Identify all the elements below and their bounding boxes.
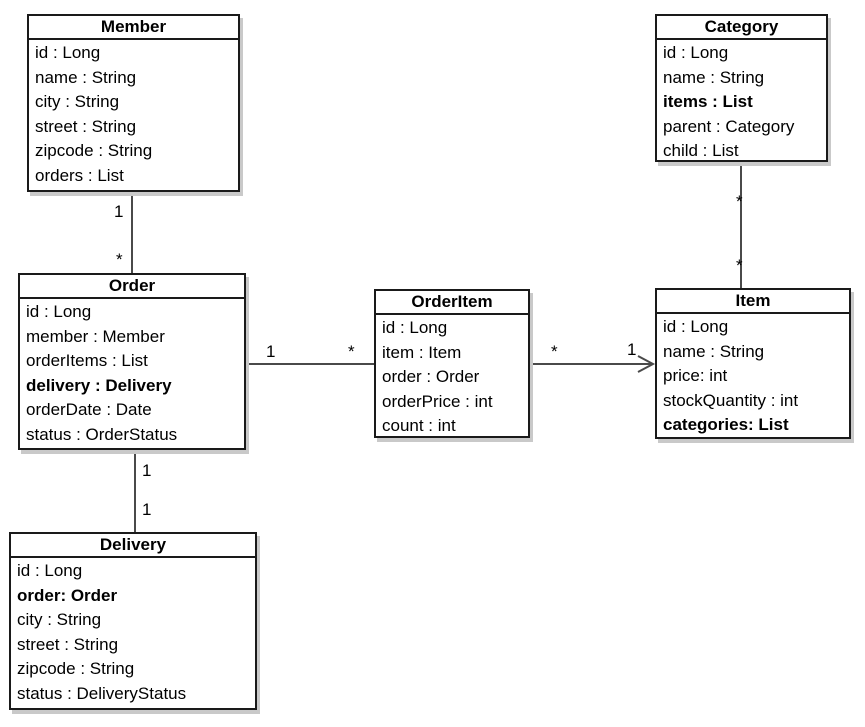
multiplicity-category-item-from: *: [736, 192, 743, 211]
attribute-list: id : Long order: Order city : String str…: [11, 558, 255, 707]
entity-title: Item: [657, 290, 849, 314]
entity-category: Category id : Long name : String items :…: [655, 14, 828, 162]
attribute: order: Order: [17, 585, 118, 605]
multiplicity-member-order-to: *: [116, 250, 123, 269]
entity-item: Item id : Long name : String price: int …: [655, 288, 851, 439]
edge-orderitem-item-arrowhead: [637, 355, 656, 373]
attribute: status : DeliveryStatus: [17, 683, 187, 703]
multiplicity-orderitem-item-to: 1: [627, 340, 637, 359]
attribute: name : String: [35, 67, 137, 87]
attribute: city : String: [17, 610, 102, 630]
entity-title: Category: [657, 16, 826, 40]
attribute: child : List: [663, 141, 739, 161]
multiplicity-order-orderitem-from: 1: [266, 342, 276, 361]
multiplicity-category-item-to: *: [736, 256, 743, 275]
multiplicity-order-orderitem-to: *: [348, 342, 355, 361]
attribute: items : List: [663, 92, 753, 112]
attribute: orderPrice : int: [382, 391, 493, 411]
entity-title: Delivery: [11, 534, 255, 558]
attribute: id : Long: [663, 317, 729, 336]
attribute: parent : Category: [663, 116, 795, 136]
entity-delivery: Delivery id : Long order: Order city : S…: [9, 532, 257, 710]
attribute: price: int: [663, 366, 728, 386]
attribute: orderItems : List: [26, 351, 148, 371]
attribute-list: id : Long name : String city : String st…: [29, 40, 238, 189]
attribute: id : Long: [663, 43, 729, 62]
attribute: orders : List: [35, 165, 124, 185]
multiplicity-order-delivery-to: 1: [142, 500, 152, 519]
attribute: member : Member: [26, 326, 165, 346]
attribute: zipcode : String: [17, 659, 135, 679]
attribute: delivery : Delivery: [26, 375, 172, 395]
attribute-list: id : Long name : String items : List par…: [657, 40, 826, 164]
attribute-list: id : Long member : Member orderItems : L…: [20, 299, 244, 448]
attribute: stockQuantity : int: [663, 390, 799, 410]
entity-title: Order: [20, 275, 244, 299]
attribute: name : String: [663, 341, 765, 361]
entity-member: Member id : Long name : String city : St…: [27, 14, 240, 192]
attribute: name : String: [663, 67, 765, 87]
multiplicity-order-delivery-from: 1: [142, 461, 152, 480]
attribute: id : Long: [382, 318, 448, 337]
multiplicity-member-order-from: 1: [114, 202, 124, 221]
attribute: item : Item: [382, 342, 462, 362]
entity-order: Order id : Long member : Member orderIte…: [18, 273, 246, 450]
attribute: id : Long: [17, 561, 83, 580]
attribute: orderDate : Date: [26, 400, 152, 420]
attribute: street : String: [35, 116, 137, 136]
entity-title: OrderItem: [376, 291, 528, 315]
entity-title: Member: [29, 16, 238, 40]
attribute: status : OrderStatus: [26, 424, 178, 444]
attribute: city : String: [35, 92, 120, 112]
attribute: street : String: [17, 634, 119, 654]
attribute: zipcode : String: [35, 141, 153, 161]
attribute: order : Order: [382, 367, 480, 387]
attribute: count : int: [382, 416, 456, 436]
entity-orderitem: OrderItem id : Long item : Item order : …: [374, 289, 530, 438]
multiplicity-orderitem-item-from: *: [551, 342, 558, 361]
attribute-list: id : Long name : String price: int stock…: [657, 314, 849, 438]
attribute: id : Long: [35, 43, 101, 62]
attribute: categories: List: [663, 415, 789, 435]
attribute: id : Long: [26, 302, 92, 321]
attribute-list: id : Long item : Item order : Order orde…: [376, 315, 528, 439]
